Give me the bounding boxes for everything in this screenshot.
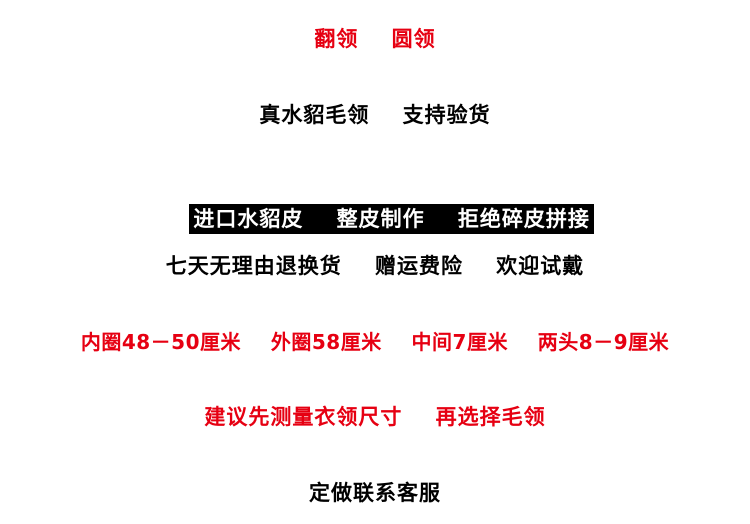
real-mink-line: 真水貂毛领 支持验货 [259, 103, 491, 127]
sizes-line: 内圈48－50厘米 外圈58厘米 中间7厘米 两头8－9厘米 [80, 330, 670, 354]
imported-leather-line-wrapper: 进口水貂皮 整皮制作 拒绝碎皮拼接 [0, 176, 750, 262]
returns-policy-line: 七天无理由退换货 赠运费险 欢迎试戴 [165, 254, 585, 278]
collar-types-line: 翻领 圆领 [314, 27, 436, 51]
custom-order-line: 定做联系客服 [309, 481, 441, 505]
measure-advice-line: 建议先测量衣领尺寸 再选择毛领 [204, 405, 546, 429]
imported-leather-line: 进口水貂皮 整皮制作 拒绝碎皮拼接 [189, 204, 594, 234]
